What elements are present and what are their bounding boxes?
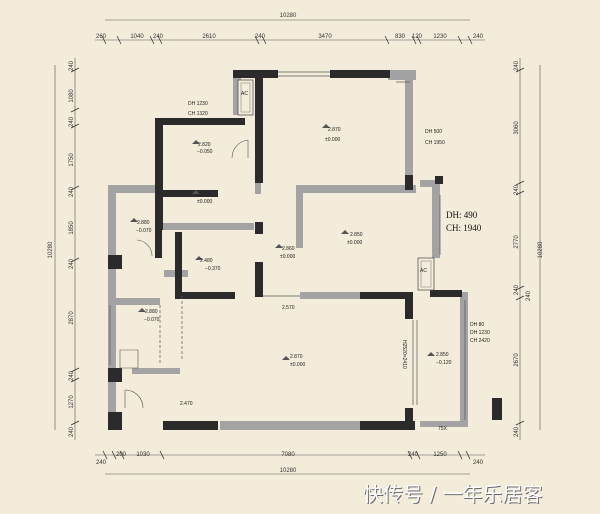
ac-unit-right — [417, 257, 435, 291]
right-dim-8: 240 — [514, 426, 520, 437]
svg-text:2.850: 2.850 — [436, 352, 449, 358]
right-dim-7: 2670 — [514, 353, 520, 367]
left-dim-3: 240 — [69, 116, 75, 127]
room-marker: 2.870 ±0.000 — [322, 124, 341, 143]
bottom-right-mark: 75X — [438, 426, 448, 432]
svg-text:2.770: 2.770 — [198, 192, 211, 198]
svg-text:±0.000: ±0.000 — [325, 137, 340, 143]
ac-unit-top — [237, 79, 254, 116]
dh-label-balcony: DH 80 — [470, 322, 484, 328]
room-marker: 2.870 ±0.000 — [282, 354, 305, 368]
svg-text:−0.070: −0.070 — [136, 228, 152, 234]
left-dim-5: 240 — [69, 186, 75, 197]
top-dim-8: 120 — [412, 34, 423, 40]
top-dim-7: 830 — [395, 34, 406, 40]
svg-text:±0.000: ±0.000 — [197, 199, 212, 205]
svg-text:−0.070: −0.070 — [144, 317, 160, 323]
top-dim-2: 1040 — [130, 34, 144, 40]
room-marker: 2.880 −0.070 — [138, 308, 160, 323]
dh-label-balcony-2: DH 1230 — [470, 330, 490, 336]
svg-text:±0.000: ±0.000 — [280, 254, 295, 260]
top-dim-3: 240 — [153, 34, 164, 40]
left-dim-10: 1270 — [69, 395, 75, 409]
dimension-ticks — [70, 35, 525, 460]
bottom-dim-3: 1030 — [136, 452, 150, 458]
svg-text:2.870: 2.870 — [290, 354, 303, 360]
watermark-shadow: 快传号 / 一年乐居客 — [364, 483, 543, 507]
room-marker: 2.860 ±0.000 — [275, 244, 295, 260]
left-dim-9: 240 — [69, 370, 75, 381]
ch-label-big: CH: 1940 — [446, 223, 482, 233]
windows — [109, 71, 466, 420]
dh-label-right: DH 500 — [425, 129, 442, 135]
svg-text:2.480: 2.480 — [200, 258, 213, 264]
top-dim-6: 3470 — [318, 34, 332, 40]
ch-label-right: CH 1950 — [425, 140, 445, 146]
left-dim-7: 240 — [69, 258, 75, 269]
bottom-dim-6: 1250 — [433, 452, 447, 458]
svg-text:±0.000: ±0.000 — [290, 362, 305, 368]
svg-text:2.870: 2.870 — [328, 127, 341, 133]
room-marker: 2.820 −0.050 — [192, 140, 213, 155]
left-dim-4: 1750 — [69, 153, 75, 167]
svg-text:−0.370: −0.370 — [205, 266, 221, 272]
right-dim-2: 3060 — [514, 121, 520, 135]
top-dim-4: 2610 — [202, 34, 216, 40]
right-dim-6: 240 — [526, 290, 532, 301]
bottom-total-dimension: 10280 — [280, 468, 297, 474]
watermark: 快传号 / 一年乐居客 — [363, 482, 542, 506]
top-dim-5: 240 — [255, 34, 266, 40]
svg-text:2.880: 2.880 — [137, 220, 150, 226]
svg-text:−0.050: −0.050 — [197, 149, 213, 155]
width-label-2570: 2.570 — [282, 305, 295, 311]
top-total-dimension: 10280 — [280, 13, 297, 19]
room-marker: 2.880 −0.070 — [130, 218, 152, 234]
bottom-dim-4: 7080 — [281, 452, 295, 458]
left-dim-6: 1850 — [69, 221, 75, 235]
room-marker: 2.480 −0.370 — [195, 256, 221, 272]
left-dim-8: 2870 — [69, 311, 75, 325]
width-label-2470: 2.470 — [180, 401, 193, 407]
svg-text:2.850: 2.850 — [350, 232, 363, 238]
bottom-dim-5: 240 — [408, 452, 419, 458]
left-dim-1: 240 — [69, 60, 75, 71]
bottom-dim-7: 240 — [473, 460, 484, 466]
ac-label-top: AC — [241, 91, 248, 97]
top-dim-9: 1230 — [433, 34, 447, 40]
window-size-note: H2520×2410 — [401, 340, 407, 369]
dh-label-big: DH: 490 — [446, 210, 478, 220]
right-total-dimension: 10280 — [538, 241, 544, 258]
right-dim-1: 240 — [514, 60, 520, 71]
bottom-dim-2: 200 — [116, 452, 127, 458]
room-marker: 2.850 −0.120 — [427, 352, 452, 366]
ch-label-top: CH 1320 — [188, 111, 208, 117]
room-marker: 2.850 ±0.000 — [341, 230, 363, 246]
top-dim-10: 240 — [473, 34, 484, 40]
left-dimensions: 10280 240 1080 240 1750 240 1850 240 287… — [48, 60, 75, 437]
svg-text:2.860: 2.860 — [282, 246, 295, 252]
left-dim-11: 240 — [69, 426, 75, 437]
right-dim-5: 240 — [514, 284, 520, 295]
left-dim-2: 1080 — [69, 89, 75, 103]
ch-label-balcony: CH 2420 — [470, 338, 490, 344]
dh-label-top: DH 1230 — [188, 101, 208, 107]
svg-text:2.820: 2.820 — [198, 142, 211, 148]
left-total-dimension: 10280 — [48, 241, 54, 258]
structural-walls — [108, 70, 502, 430]
door-swings — [119, 139, 249, 409]
bottom-dim-1: 240 — [96, 460, 107, 466]
right-dimensions: 10280 240 3060 240 2770 240 240 2670 240 — [514, 60, 544, 437]
svg-text:2.880: 2.880 — [145, 309, 158, 315]
ac-label-right: AC — [420, 268, 427, 274]
top-dim-1: 260 — [96, 34, 107, 40]
svg-text:−0.120: −0.120 — [436, 360, 452, 366]
partition-walls — [108, 70, 468, 430]
svg-text:±0.000: ±0.000 — [347, 240, 362, 246]
right-dim-3: 240 — [514, 184, 520, 195]
right-dim-4: 2770 — [514, 235, 520, 249]
room-marker: 2.770 ±0.000 — [192, 190, 212, 205]
